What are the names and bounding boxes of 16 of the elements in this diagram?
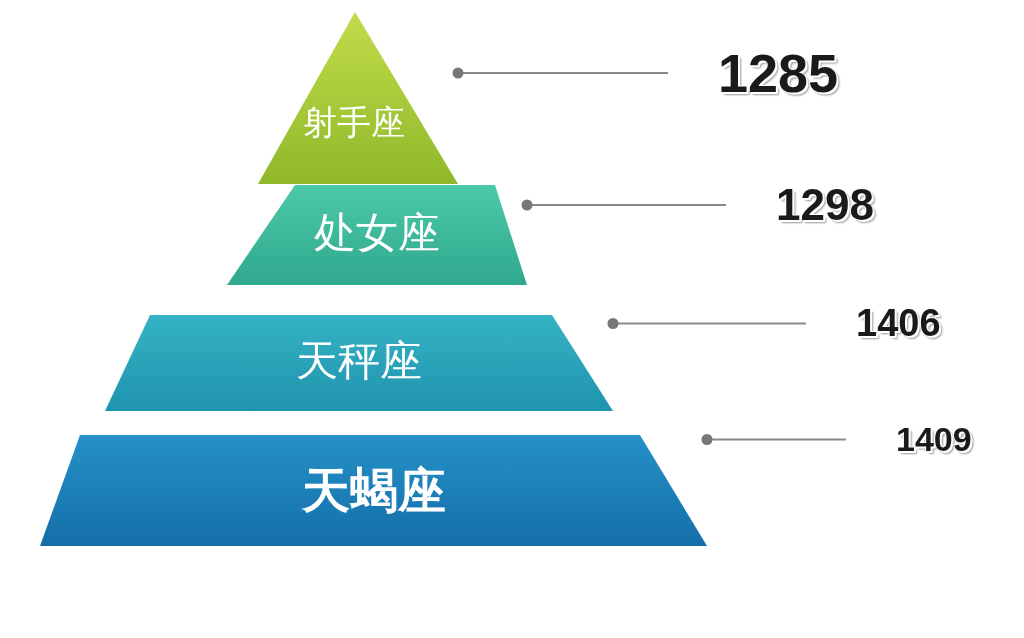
leader-line xyxy=(607,318,807,329)
leader-line xyxy=(452,67,669,79)
layer-label: 处女座 xyxy=(314,208,440,257)
leader-line xyxy=(521,199,727,211)
leader-line xyxy=(701,434,847,445)
pyramid-layer xyxy=(105,315,613,411)
layer-label: 天秤座 xyxy=(296,336,422,385)
value-label: 1409 xyxy=(896,420,972,459)
value-label: 1298 xyxy=(776,180,874,230)
pyramid-layer xyxy=(227,185,527,285)
pyramid-layer xyxy=(40,435,707,546)
layer-label: 天蝎座 xyxy=(301,462,446,518)
layer-label: 射手座 xyxy=(303,102,405,142)
value-label: 1285 xyxy=(718,42,839,104)
pyramid-layer xyxy=(258,12,458,184)
value-label: 1406 xyxy=(856,302,941,345)
